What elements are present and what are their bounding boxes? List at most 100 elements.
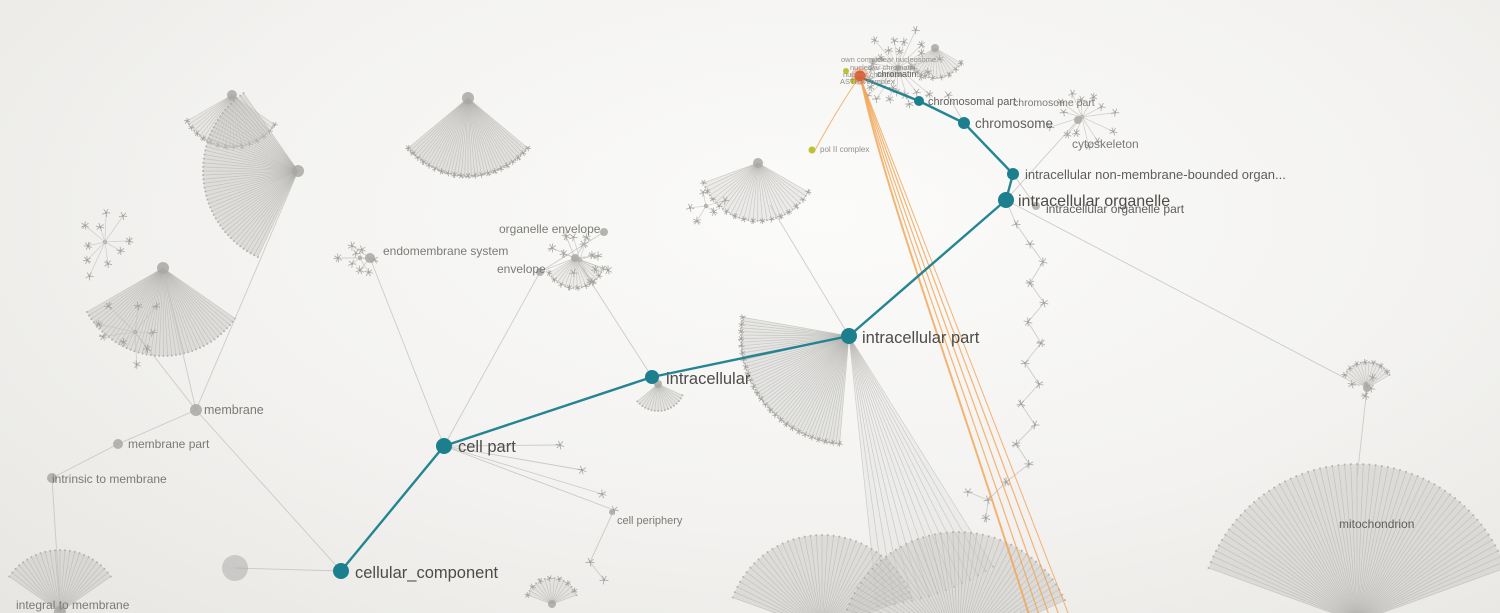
- term-label-nuclear-nucleosome[interactable]: nuclear nucleosome: [869, 55, 936, 64]
- leaf-star: [753, 389, 761, 397]
- query-term-node[interactable]: [808, 146, 816, 154]
- graph-node-intracellular-non-membrane-bounded-organelle[interactable]: [1007, 168, 1019, 180]
- leaf-star: [1020, 359, 1030, 368]
- leaf-star: [1353, 360, 1361, 368]
- term-label-mitochondrion[interactable]: mitochondrion: [1339, 517, 1414, 531]
- term-label-astra-complex[interactable]: ASTRA complex: [840, 77, 895, 86]
- leaf-star: [95, 222, 105, 232]
- leaf-star: [557, 281, 565, 288]
- term-label-intracellular-non-membrane-bounded-organ[interactable]: intracellular non-membrane-bounded organ…: [1025, 167, 1286, 182]
- graph-node-cell-part[interactable]: [436, 438, 452, 454]
- term-label-integral-to-membrane[interactable]: integral to membrane: [16, 598, 130, 612]
- radial-fans: [8, 47, 1500, 613]
- query-term-node[interactable]: [843, 68, 849, 74]
- leaf-star: [721, 196, 730, 205]
- hub-node[interactable]: [222, 555, 248, 581]
- leaf-star: [738, 321, 745, 328]
- leaf-star: [868, 59, 877, 68]
- leaf-star: [768, 216, 775, 223]
- leaf-star: [805, 188, 812, 196]
- term-label-cell-periphery[interactable]: cell periphery: [617, 515, 683, 527]
- term-label-cellular-component[interactable]: cellular_component: [355, 564, 499, 582]
- leaf-star: [762, 401, 769, 408]
- hub-node[interactable]: [54, 606, 66, 613]
- leaf-star: [1084, 141, 1093, 151]
- hub-node[interactable]: [895, 65, 901, 71]
- hub-node[interactable]: [157, 262, 169, 274]
- hub-node[interactable]: [931, 44, 939, 52]
- leaf-star: [709, 207, 718, 216]
- term-label-nucleolar-chromatin[interactable]: nucleolar chromatin: [850, 63, 915, 72]
- term-label-organelle-envelope[interactable]: organelle envelope: [499, 222, 601, 236]
- term-label-nuclear-chromatin[interactable]: nuclear chromatin: [843, 70, 903, 79]
- graph-node-chromosome[interactable]: [958, 117, 970, 129]
- leaf-star: [1369, 359, 1377, 366]
- term-label-endomembrane-system[interactable]: endomembrane system: [383, 244, 508, 258]
- hub-node[interactable]: [609, 509, 615, 515]
- term-label-cytoskeleton[interactable]: cytoskeleton: [1072, 137, 1139, 151]
- hub-node[interactable]: [113, 439, 123, 449]
- leaf-star: [193, 130, 201, 137]
- graph-node-intracellular-organelle[interactable]: [998, 192, 1014, 208]
- hub-node[interactable]: [227, 90, 237, 100]
- leaf-star: [1346, 365, 1353, 372]
- leaf-star: [405, 144, 412, 152]
- term-label-chromosome-part[interactable]: chromosome part: [1013, 97, 1095, 109]
- hub-node[interactable]: [1363, 384, 1371, 392]
- radial-fan: [1341, 358, 1391, 389]
- hub-node[interactable]: [536, 268, 544, 276]
- hub-node[interactable]: [1032, 202, 1040, 210]
- star-cluster: [1046, 89, 1120, 151]
- leaf-star: [503, 162, 511, 169]
- term-label-chromosomal-part[interactable]: chromosomal part: [928, 96, 1016, 108]
- leaf-star: [509, 159, 516, 166]
- leaf-star: [333, 253, 343, 263]
- term-label-pol-ii-complex[interactable]: pol II complex: [820, 145, 869, 154]
- hub-node[interactable]: [365, 253, 375, 263]
- leaf-star: [102, 208, 111, 217]
- graph-node-cellular-component[interactable]: [333, 563, 349, 579]
- leaf-star: [777, 213, 784, 220]
- hub-node[interactable]: [47, 473, 57, 483]
- term-label-intracellular-part[interactable]: intracellular part: [862, 329, 980, 347]
- term-label-intrinsic-to-membrane[interactable]: intrinsic to membrane: [52, 472, 167, 486]
- term-label-membrane-part[interactable]: membrane part: [128, 437, 210, 451]
- hub-node[interactable]: [462, 92, 474, 104]
- hub-node[interactable]: [1074, 116, 1082, 124]
- term-label-intracellular-organelle[interactable]: intracellular organelle: [1018, 193, 1170, 210]
- term-label-own-complex[interactable]: own complex: [841, 55, 885, 64]
- graph-node-highlighted-term[interactable]: [854, 70, 866, 82]
- term-label-envelope[interactable]: envelope: [497, 262, 546, 276]
- leaf-star: [348, 259, 357, 268]
- leaf-star: [1072, 128, 1081, 137]
- hub-node[interactable]: [753, 158, 763, 168]
- hub-node[interactable]: [600, 228, 608, 236]
- star-cluster: [1347, 373, 1377, 400]
- term-label-intracellular[interactable]: intracellular: [666, 370, 751, 388]
- hub-node[interactable]: [571, 254, 579, 262]
- leaf-star: [561, 231, 571, 241]
- leaf-star: [142, 344, 151, 353]
- term-label-membrane[interactable]: membrane: [204, 403, 264, 417]
- star-cluster: [94, 301, 161, 369]
- leaf-star: [872, 94, 881, 104]
- hub-node[interactable]: [548, 600, 556, 608]
- query-term-node[interactable]: [850, 78, 856, 84]
- graph-node-chromosomal-part[interactable]: [914, 96, 924, 106]
- hub-node[interactable]: [190, 404, 202, 416]
- leaf-star: [593, 251, 603, 261]
- leaf-star: [739, 314, 746, 321]
- leaf-star: [420, 158, 427, 166]
- term-label-intracellular-organelle-part[interactable]: intracellular organelle part: [1046, 202, 1185, 216]
- term-label-cell-part[interactable]: cell part: [458, 438, 516, 456]
- term-label-chromatin[interactable]: chromatin: [877, 69, 917, 79]
- leaf-star: [767, 406, 774, 414]
- graph-node-intracellular-part[interactable]: [841, 328, 857, 344]
- leaf-star: [183, 117, 191, 124]
- term-label-chromosome[interactable]: chromosome: [975, 116, 1053, 131]
- hub-node[interactable]: [292, 165, 304, 177]
- leaf-star: [547, 243, 557, 253]
- graph-node-intracellular[interactable]: [645, 370, 659, 384]
